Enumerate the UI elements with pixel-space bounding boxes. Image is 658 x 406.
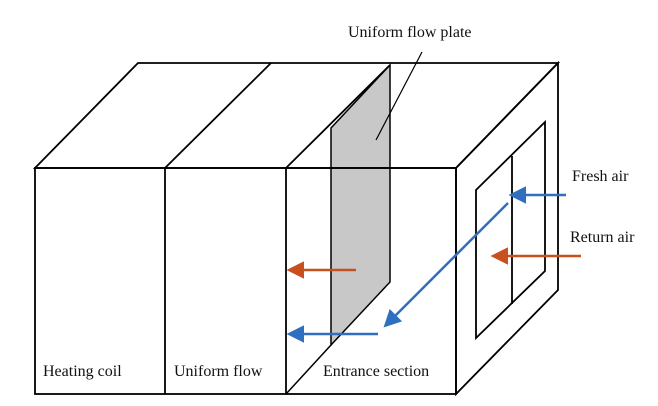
inlet-window: [475, 119, 546, 341]
box-side-face: [455, 60, 559, 397]
uniform-flow-label: Uniform flow: [174, 363, 263, 380]
uniform-flow-plate: [330, 63, 391, 347]
uniform-flow-plate-label: Uniform flow plate: [348, 24, 472, 41]
box-top-face: [32, 62, 561, 169]
fresh-air-diagonal-arrow: [383, 202, 509, 328]
heating-coil-label: Heating coil: [43, 363, 122, 380]
top-divider-1: [164, 62, 272, 169]
top-divider-2: [285, 64, 391, 169]
entrance-inner-edge: [285, 344, 332, 395]
box-front-face: [34, 167, 457, 395]
plate-label-leader: [375, 51, 423, 141]
fresh-air-label: Fresh air: [572, 168, 629, 185]
return-air-label: Return air: [570, 229, 635, 246]
entrance-section-label: Entrance section: [323, 363, 429, 380]
